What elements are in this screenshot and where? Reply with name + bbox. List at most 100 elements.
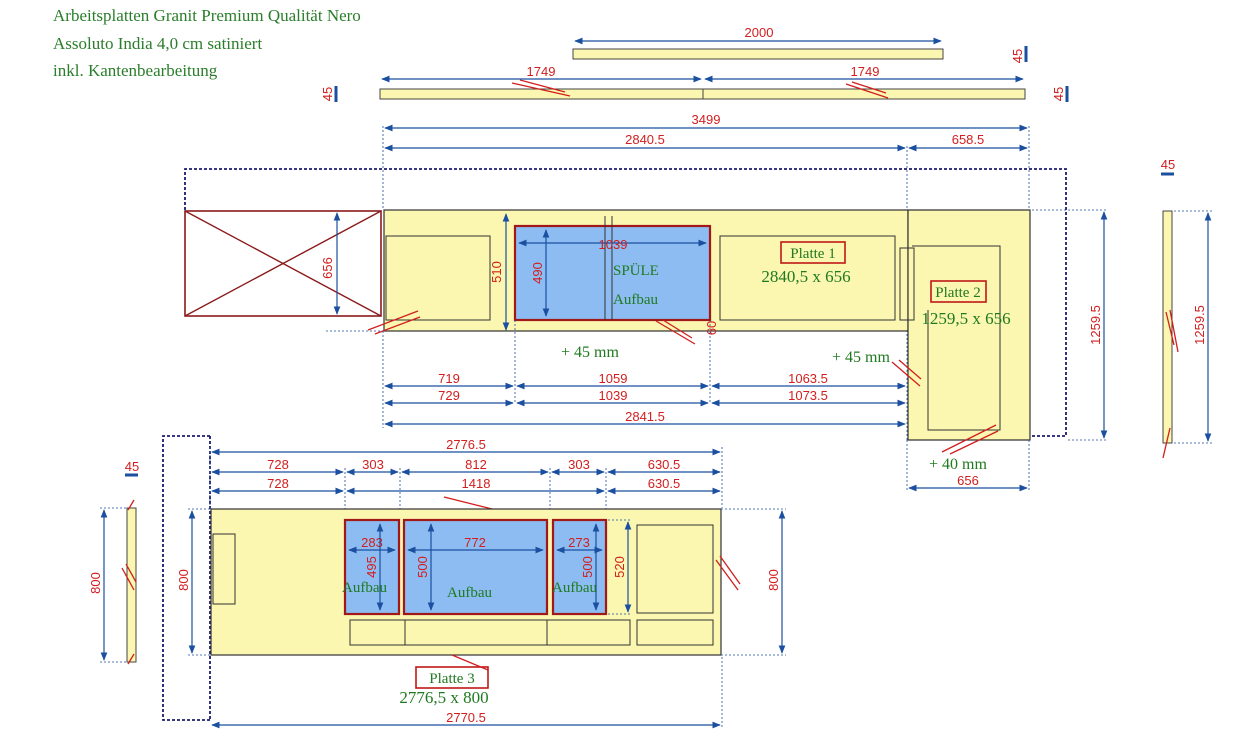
dim-45-a: 45	[1010, 49, 1025, 63]
platte1-size: 2840,5 x 656	[761, 267, 850, 286]
dim-45-side-left: 45	[125, 459, 139, 474]
cut-mark	[949, 430, 999, 455]
side-strip	[1162, 210, 1173, 444]
aufbau-2: Aufbau	[447, 585, 492, 601]
dim-500-a: 500	[415, 556, 430, 578]
aufbau-1: Aufbau	[342, 580, 387, 596]
cut-mark	[655, 320, 696, 345]
cut-mark	[125, 563, 137, 583]
dim-1039-sink: 1039	[599, 237, 628, 252]
cut-mark	[851, 81, 887, 94]
dim-1259-5: 1259.5	[1088, 305, 1103, 345]
dim-2770-5: 2770.5	[446, 710, 486, 725]
strip-2000-group: 2000 45	[572, 25, 1028, 63]
cabinet-outline-l	[912, 245, 1001, 431]
dim-495: 495	[364, 556, 379, 578]
dim-1039-b: 1039	[599, 388, 628, 403]
dim-273: 273	[568, 535, 590, 550]
dim-1063-5: 1063.5	[788, 371, 828, 386]
side-strip-right: 45 1259.5	[1161, 157, 1212, 459]
cutout-1	[343, 518, 401, 616]
platte1-top-dimensions: 3499 2840.5 658.5	[382, 112, 1030, 440]
dim-45-b: 45	[320, 87, 335, 101]
sink-label: SPÜLE	[613, 262, 659, 279]
dim-656-depth: 656	[320, 257, 335, 279]
dim-719: 719	[438, 371, 460, 386]
side-strip-left: 45 800	[88, 459, 139, 665]
cut-mark	[127, 499, 135, 511]
dim-1073-5: 1073.5	[788, 388, 828, 403]
dim-630-5-a: 630.5	[648, 457, 681, 472]
cut-mark	[1162, 427, 1171, 459]
cut-mark	[715, 559, 739, 591]
dim-630-5-b: 630.5	[648, 476, 681, 491]
dim-728-a: 728	[267, 457, 289, 472]
platte2-size: 1259,5 x 656	[921, 309, 1010, 328]
dim-800-side: 800	[88, 572, 103, 594]
title-line-2: Assoluto India 4,0 cm satiniert	[53, 34, 263, 53]
dim-490: 490	[530, 262, 545, 284]
platte2-label: Platte 2	[935, 285, 980, 301]
cut-mark	[662, 319, 693, 339]
dim-800-right: 800	[766, 569, 781, 591]
cut-mark	[891, 361, 921, 387]
dim-45-side: 45	[1161, 157, 1175, 172]
dim-812: 812	[465, 457, 487, 472]
platte3-size: 2776,5 x 800	[399, 688, 488, 707]
platte2-label-box	[930, 280, 987, 303]
plus-40: + 40 mm	[929, 456, 987, 473]
cut-mark	[127, 653, 135, 665]
cabinet-outline	[212, 533, 236, 605]
strip-1749-b	[702, 88, 1026, 100]
cut-mark	[845, 83, 889, 99]
dim-1749-b: 1749	[851, 64, 880, 79]
cabinet-outline	[349, 619, 631, 646]
dim-1749-a: 1749	[527, 64, 556, 79]
appliance-x-box: 656	[184, 210, 384, 332]
platte3-label-box	[415, 666, 489, 689]
dim-303-b: 303	[568, 457, 590, 472]
cut-mark	[898, 359, 922, 380]
title-line-3: inkl. Kantenbearbeitung	[53, 61, 218, 80]
dim-3499: 3499	[692, 112, 721, 127]
platte2-dimensions: 1259.5 + 40 mm 656	[906, 209, 1108, 492]
aufbau-3: Aufbau	[552, 580, 597, 596]
cut-mark	[511, 82, 571, 97]
platte3-top-dimensions: 2776.5 728 303 812 303 630.5 728 1418 63…	[209, 437, 723, 520]
cabinet-outline	[636, 524, 714, 614]
dim-303-a: 303	[362, 457, 384, 472]
cut-mark	[451, 654, 489, 671]
dim-500-b: 500	[580, 556, 595, 578]
dim-510: 510	[489, 261, 504, 283]
title-line-1: Arbeitsplatten Granit Premium Qualität N…	[53, 6, 361, 25]
plus-45-a: + 45 mm	[561, 344, 619, 361]
dim-2776-5: 2776.5	[446, 437, 486, 452]
strip-1749-a	[379, 88, 704, 100]
dim-520: 520	[612, 556, 627, 578]
sink-sub-label: Aufbau	[613, 292, 658, 308]
cut-mark	[121, 567, 135, 591]
dim-772: 772	[464, 535, 486, 550]
x-diag	[184, 210, 382, 317]
cut-mark	[719, 555, 741, 585]
dim-800-left: 800	[176, 569, 191, 591]
dim-60: 60	[704, 321, 719, 335]
cut-mark	[374, 316, 421, 335]
strip-1749-group: 1749 1749 45 45	[320, 64, 1069, 102]
dim-728-b: 728	[267, 476, 289, 491]
cut-mark	[1165, 311, 1175, 346]
dim-2000: 2000	[745, 25, 774, 40]
cabinet-outline	[636, 619, 714, 646]
platte3-label: Platte 3	[429, 671, 474, 687]
dim-2840-5: 2840.5	[625, 132, 665, 147]
dim-45-c: 45	[1051, 87, 1066, 101]
plus-45-b: + 45 mm	[832, 349, 890, 366]
cut-mark	[367, 310, 419, 331]
cut-mark	[1169, 309, 1179, 353]
cabinet-outline	[385, 235, 491, 321]
platte1-bottom-dimensions: 719 1059 1063.5 729 1039 1073.5 2841.5	[382, 320, 906, 428]
cut-mark	[941, 424, 997, 453]
cut-mark	[443, 496, 497, 511]
